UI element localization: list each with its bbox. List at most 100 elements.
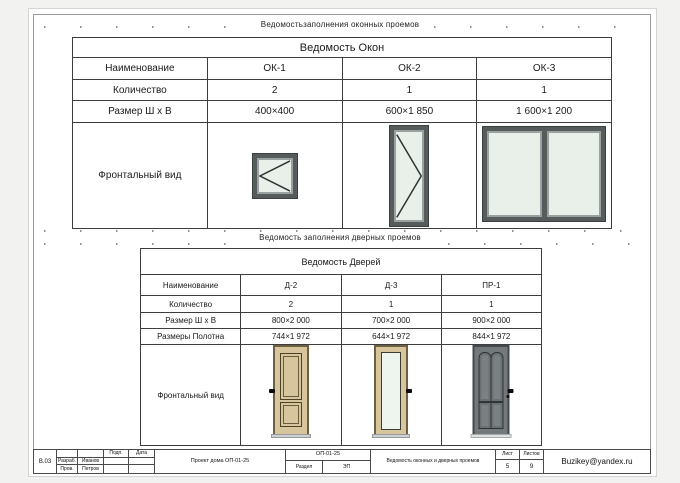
sheets-total: 9	[529, 463, 534, 470]
doc-code: ОП-01-25	[286, 450, 370, 461]
title-block-project-col: Проект дома ОП-01-25	[155, 450, 286, 473]
section-row: Раздел ЭП	[286, 461, 370, 473]
door-panel	[490, 402, 504, 429]
tick-marks	[448, 243, 644, 245]
sheet-label: Лист	[496, 450, 519, 460]
row-label-name: Наименование	[139, 274, 242, 296]
door-panel	[279, 402, 302, 427]
section-value: ЭП	[342, 463, 351, 470]
door-size: 900×2 000	[440, 312, 543, 329]
doors-schedule-table: Ведомость Дверей Наименование Д-2 Д-3 ПР…	[139, 248, 543, 446]
door-d2-cell	[240, 344, 342, 446]
empty-cell	[129, 465, 154, 473]
window-qty: 2	[206, 79, 343, 101]
glass-pane	[487, 131, 542, 217]
title-block-doc-title-col: Ведомость оконных и дверных проемов	[371, 450, 496, 473]
window-ok1-drawing	[251, 152, 298, 199]
window-ok2-drawing	[389, 124, 430, 227]
door-leaf-size: 844×1 972	[440, 328, 543, 345]
door-name: Д-2	[240, 274, 342, 296]
door-size: 800×2 000	[240, 312, 342, 329]
window-ok2-cell	[341, 122, 478, 229]
door-name: ПР-1	[440, 274, 543, 296]
glass-pane	[546, 131, 602, 217]
door-glass-panel	[381, 352, 402, 430]
window-name: ОК-3	[476, 57, 612, 80]
row-label-size: Размер Ш х В	[72, 100, 208, 123]
tick-marks	[44, 243, 234, 245]
sheets-label: Листов	[520, 450, 543, 460]
row-label-front-view: Фронтальный вид	[72, 122, 208, 229]
title-block-signature-col: Подп.	[104, 450, 129, 473]
door-sill	[470, 434, 512, 438]
door-handle-dot	[506, 395, 510, 398]
window-name: ОК-2	[341, 57, 478, 80]
title-block-date-col: Дата	[129, 450, 155, 473]
sheet-number: 5	[505, 463, 510, 470]
door-d2-drawing	[268, 345, 311, 438]
section-label: Раздел	[286, 461, 323, 473]
door-handle	[268, 389, 275, 393]
signer-name: Петров	[82, 465, 99, 472]
empty-cell	[129, 458, 154, 465]
windows-schedule-caption: Ведомостьзаполнения оконных проемов	[260, 20, 420, 29]
window-qty: 1	[341, 79, 478, 101]
row-label-qty: Количество	[139, 295, 242, 313]
door-panel	[490, 352, 504, 402]
door-handle	[507, 389, 514, 393]
project-name: Проект дома ОП-01-25	[190, 457, 250, 464]
signature-col-header: Подп.	[104, 450, 128, 458]
title-block-doc-code-col: ОП-01-25 Раздел ЭП	[286, 450, 371, 473]
window-ok3-drawing	[482, 126, 607, 222]
title-block: В.03 Разраб. Пров. Иванов Петров Подп. Д…	[33, 449, 651, 474]
title-block-contact-col: Buzikey@yandex.ru	[544, 450, 650, 473]
doors-table-title: Ведомость Дверей	[140, 248, 542, 275]
empty-cell	[104, 458, 128, 465]
tick-marks	[44, 26, 249, 28]
door-size: 700×2 000	[340, 312, 442, 329]
window-ok3-cell	[476, 122, 612, 229]
date-col-header: Дата	[129, 450, 154, 458]
window-qty: 1	[476, 79, 612, 101]
empty-cell	[78, 450, 103, 458]
swing-symbol-left	[259, 160, 291, 192]
door-sill	[372, 434, 411, 438]
windows-schedule-table: Ведомость Окон Наименование ОК-1 ОК-2 ОК…	[72, 37, 612, 229]
doors-schedule-caption: Ведомость заполнения дверных проемов	[259, 233, 421, 242]
door-qty: 1	[440, 295, 543, 313]
window-size: 400×400	[206, 100, 343, 123]
door-sill	[270, 434, 311, 438]
door-d3-cell	[340, 344, 442, 446]
signer-name: Иванов	[78, 458, 103, 465]
contact-email: Buzikey@yandex.ru	[561, 456, 633, 466]
glass-pane	[256, 157, 293, 194]
door-leaf-size: 744×1 972	[240, 328, 342, 345]
tick-marks	[44, 230, 644, 232]
door-d3-drawing	[372, 345, 413, 438]
row-label-leaf-size: Размеры Полотна	[139, 328, 242, 345]
windows-table-title: Ведомость Окон	[72, 37, 612, 58]
row-label-qty: Количество	[72, 79, 208, 101]
title-block-roles-col: Разраб. Пров.	[57, 450, 78, 473]
title-block-sheet-col: Лист 5	[496, 450, 520, 473]
signer-role: Пров.	[60, 465, 74, 472]
glass-pane	[394, 129, 425, 222]
door-qty: 1	[340, 295, 442, 313]
signer-role: Разраб.	[57, 458, 77, 465]
door-qty: 2	[240, 295, 342, 313]
window-size: 600×1 850	[341, 100, 478, 123]
window-size: 1 600×1 200	[476, 100, 612, 123]
door-name: Д-3	[340, 274, 442, 296]
window-name: ОК-1	[206, 57, 343, 80]
row-label-name: Наименование	[72, 57, 208, 80]
row-label-size: Размер Ш х В	[139, 312, 242, 329]
title-block-names-col: Иванов Петров	[78, 450, 104, 473]
title-block-sheets-col: Листов 9	[520, 450, 544, 473]
door-pr1-cell	[440, 344, 543, 446]
window-ok1-cell	[206, 122, 343, 229]
row-label-front-view: Фронтальный вид	[139, 344, 242, 446]
tick-marks	[434, 26, 644, 28]
door-leaf-size: 644×1 972	[340, 328, 442, 345]
swing-symbol-right	[396, 132, 422, 220]
empty-cell	[104, 465, 128, 473]
